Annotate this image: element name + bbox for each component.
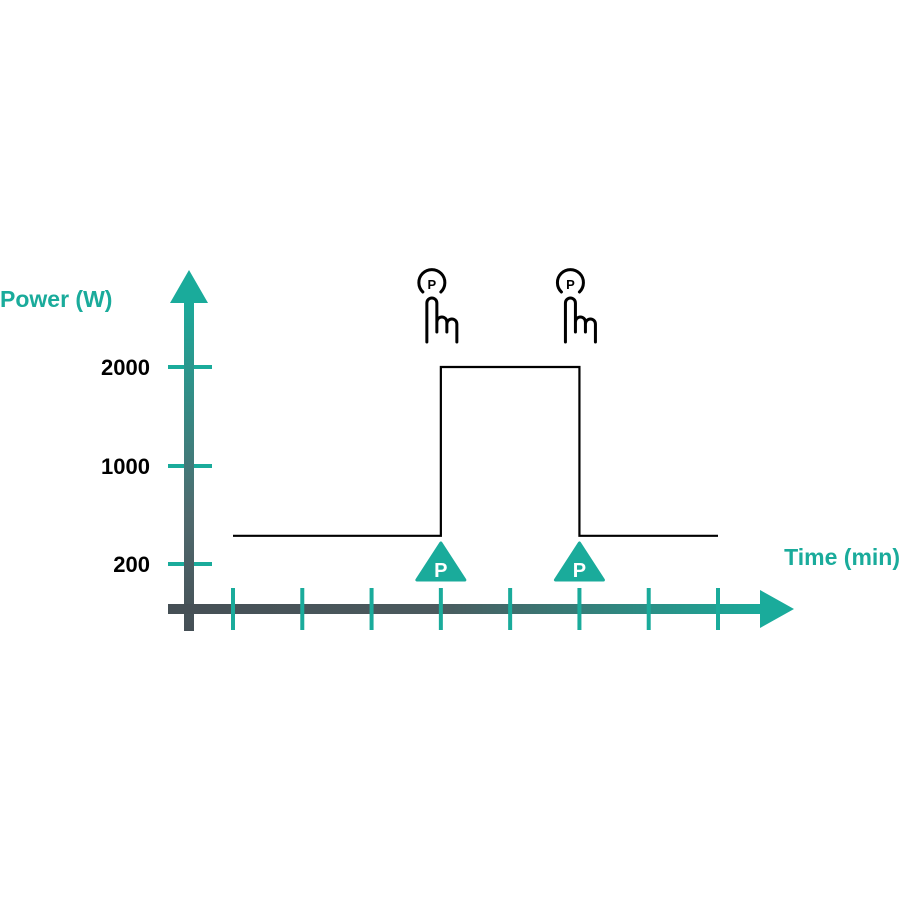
y-tick-label: 200 (113, 552, 150, 577)
power-marker: P (553, 541, 605, 582)
power-series-line (233, 365, 718, 537)
x-axis (168, 604, 764, 614)
hand-icon-label: P (566, 277, 575, 292)
y-axis (184, 298, 194, 631)
hand-icon-label: P (428, 277, 437, 292)
y-tick-label: 1000 (101, 454, 150, 479)
x-axis-label: Time (min) (784, 544, 900, 570)
hand-press-button-icon: P (417, 268, 459, 344)
y-axis-arrow (170, 270, 208, 303)
x-axis-arrow (760, 590, 794, 628)
y-tick-label: 2000 (101, 355, 150, 380)
power-triangle-icon (553, 541, 605, 582)
y-axis-label: Power (W) (0, 286, 112, 312)
power-marker: P (415, 541, 467, 582)
power-marker-label: P (434, 560, 447, 582)
power-marker-label: P (573, 560, 586, 582)
power-triangle-icon (415, 541, 467, 582)
hand-press-button-icon: P (555, 268, 597, 344)
